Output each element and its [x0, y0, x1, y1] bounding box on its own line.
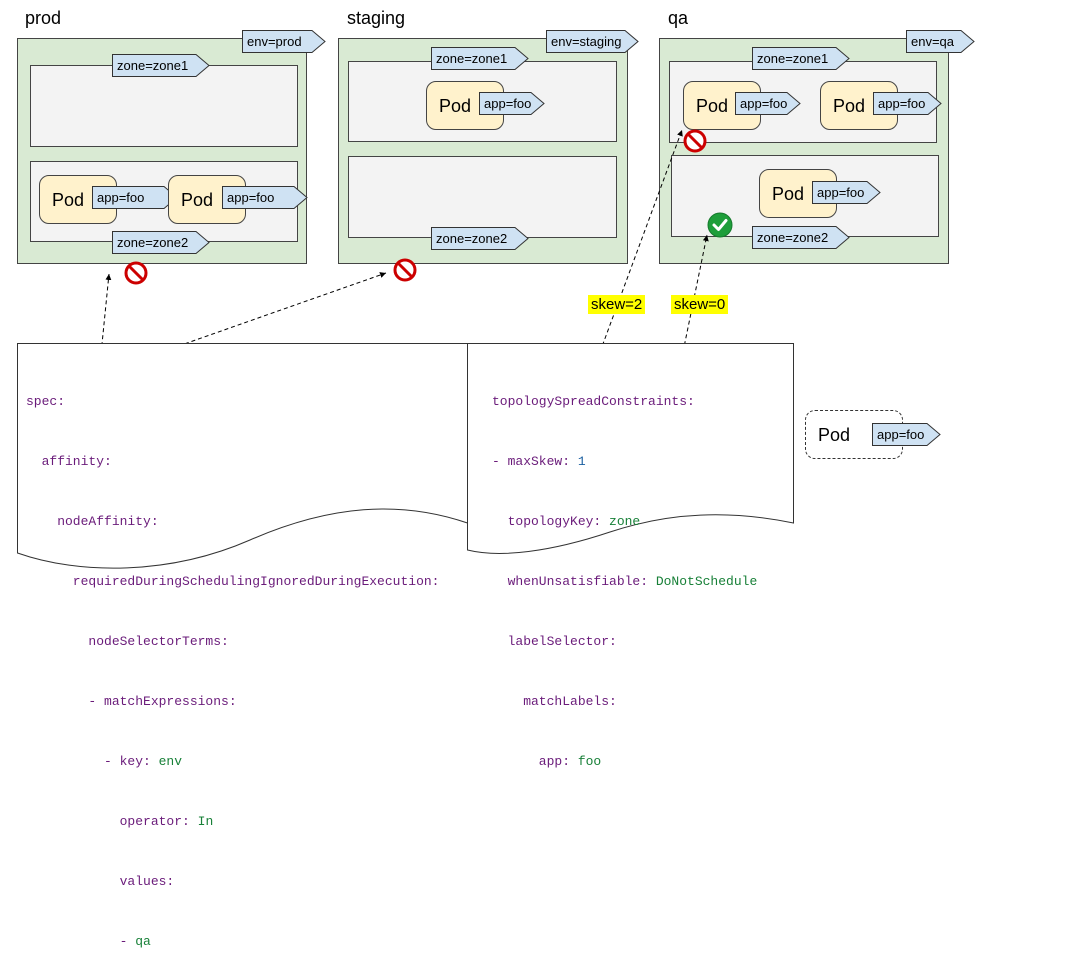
zone-label-tag-staging-zone2: zone=zone2: [431, 227, 531, 250]
yaml-line: spec:: [26, 394, 66, 409]
pod-label: Pod: [833, 96, 866, 116]
yaml-line: nodeSelectorTerms:: [26, 634, 229, 649]
yaml-line: - key: env: [26, 754, 183, 769]
pod-label: Pod: [439, 96, 472, 116]
deny-icon: [683, 129, 707, 153]
deny-icon: [393, 258, 417, 282]
yaml-line: values:: [26, 874, 175, 889]
yaml-line: - maxSkew: 1: [492, 454, 586, 469]
skew-label-2: skew=2: [588, 295, 646, 314]
pod-label: Pod: [52, 190, 85, 210]
connector-skew-zone2: [682, 234, 709, 353]
env-label-tag-prod: env=prod: [242, 30, 328, 53]
app-label-tag: app=foo: [812, 181, 898, 204]
zone-label-tag-prod-zone1: zone=zone1: [112, 54, 212, 77]
zone-label-tag-prod-zone2: zone=zone2: [112, 231, 212, 254]
check-icon: [707, 212, 733, 238]
yaml-line: topologySpreadConstraints:: [492, 394, 695, 409]
yaml-line: labelSelector:: [492, 634, 617, 649]
pod-label: Pod: [818, 425, 851, 445]
yaml-line: matchLabels:: [492, 694, 617, 709]
connector-skew-zone1: [599, 129, 683, 353]
zone-label-tag-qa-zone1: zone=zone1: [752, 47, 852, 70]
document-shapes: [17, 343, 794, 569]
spec-yaml: spec: affinity: nodeAffinity: requiredDu…: [26, 352, 439, 972]
app-label-tag: app=foo: [735, 92, 821, 115]
zone-label-tag-staging-zone1: zone=zone1: [431, 47, 531, 70]
yaml-line: nodeAffinity:: [26, 514, 159, 529]
app-label-tag: app=foo: [873, 92, 959, 115]
yaml-line: whenUnsatisfiable: DoNotSchedule: [492, 574, 758, 589]
zone-box-prod-zone1: [30, 65, 298, 147]
yaml-line: - matchExpressions:: [26, 694, 237, 709]
app-label-tag: app=foo: [479, 92, 565, 115]
env-label-tag-qa: env=qa: [906, 30, 978, 53]
pod-label: Pod: [772, 184, 805, 204]
yaml-line: requiredDuringSchedulingIgnoredDuringExe…: [26, 574, 440, 589]
env-title-staging: staging: [347, 8, 406, 28]
yaml-line: - qa: [26, 934, 151, 949]
pod-label: Pod: [181, 190, 214, 210]
deny-icon: [124, 261, 148, 285]
app-label-tag: app=foo: [222, 186, 308, 209]
env-title-prod: prod: [25, 8, 62, 28]
zone-label-tag-qa-zone2: zone=zone2: [752, 226, 852, 249]
env-title-qa: qa: [668, 8, 689, 28]
skew-label-0: skew=0: [671, 295, 729, 314]
yaml-line: affinity:: [26, 454, 112, 469]
app-label-tag: app=foo: [872, 423, 947, 446]
topology-yaml: topologySpreadConstraints: - maxSkew: 1 …: [492, 352, 757, 792]
yaml-line: operator: In: [26, 814, 214, 829]
env-label-tag-staging: env=staging: [546, 30, 641, 53]
yaml-line: app: foo: [492, 754, 602, 769]
pod-label: Pod: [696, 96, 729, 116]
yaml-line: topologyKey: zone: [492, 514, 641, 529]
pod: Pod: [820, 81, 898, 130]
